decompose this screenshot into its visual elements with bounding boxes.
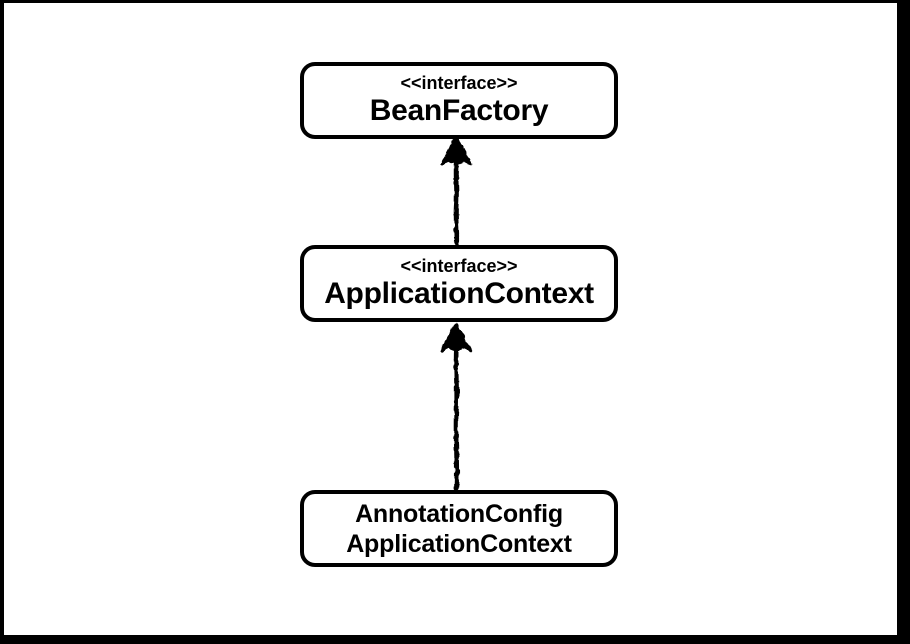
beanfactory-stereotype-label: <<interface>>: [400, 73, 518, 94]
annotationconfig-name-line1: AnnotationConfig: [355, 499, 563, 528]
uml-node-applicationcontext: <<interface>> ApplicationContext: [300, 245, 618, 322]
uml-node-annotationconfigapplicationcontext: AnnotationConfig ApplicationContext: [300, 490, 618, 567]
inheritance-arrow-annotationconfig-to-applicationcontext: [440, 322, 472, 491]
inheritance-arrow-applicationcontext-to-beanfactory: [440, 135, 472, 246]
beanfactory-name-label: BeanFactory: [369, 93, 549, 127]
annotationconfig-name-line2: ApplicationContext: [346, 529, 572, 558]
applicationcontext-stereotype-label: <<interface>>: [400, 256, 518, 277]
applicationcontext-name-label: ApplicationContext: [324, 276, 594, 310]
uml-node-beanfactory: <<interface>> BeanFactory: [300, 62, 618, 139]
